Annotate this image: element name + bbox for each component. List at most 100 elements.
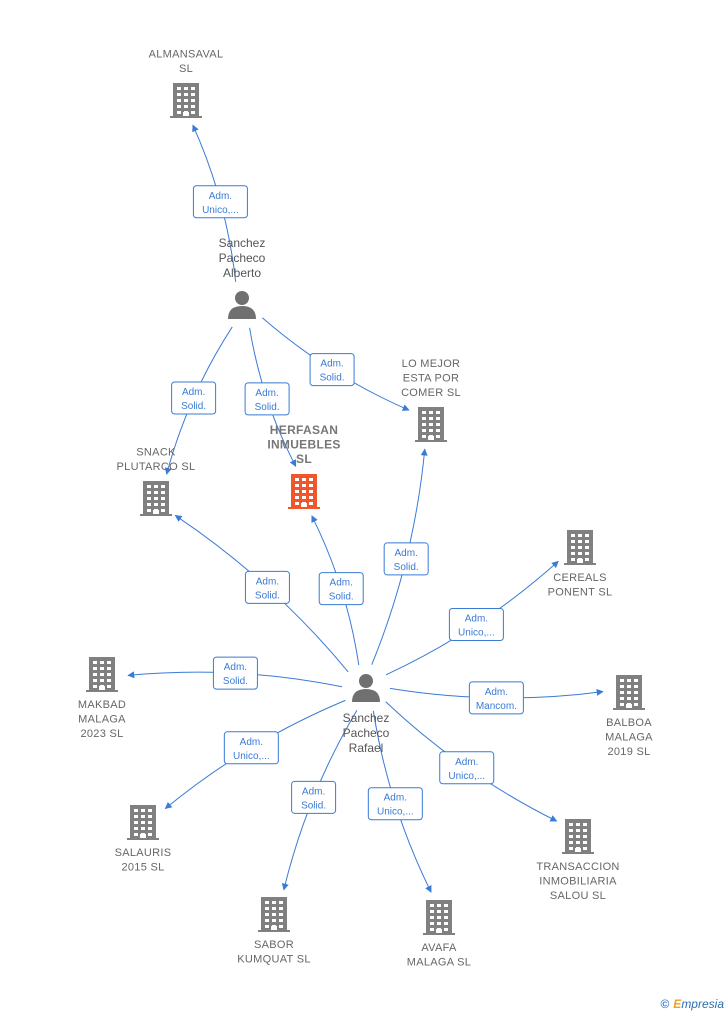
edge-label-text: Adm. [395, 548, 418, 559]
node-label-transaccion: INMOBILIARIA [539, 876, 617, 888]
node-label-rafael: Sanchez [343, 711, 390, 725]
node-label-rafael: Rafael [349, 741, 384, 755]
edge-label-box [171, 381, 217, 415]
edge-label-text: Adm. [485, 687, 508, 698]
edge-label-text: Solid. [320, 373, 345, 384]
edge-label-box [318, 572, 364, 606]
brand-footer: ©Empresia [660, 997, 724, 1011]
edge-alberto-lomejor: Adm. Solid. [261, 317, 410, 411]
node-label-snack: SNACK [136, 447, 176, 459]
edge-label-text: Adm. [255, 388, 278, 399]
edge-rafael-lomejor: Adm. Solid. [371, 448, 429, 665]
building-icon [140, 481, 172, 516]
edge-rafael-avafa: Adm.Unico,... [367, 710, 432, 893]
node-label-makbad: MAKBAD [78, 699, 126, 711]
edge-label-box [291, 780, 337, 814]
edge-label-text: Adm. [455, 757, 478, 768]
edge-label[interactable]: Adm.Solid. [212, 656, 258, 690]
edge-label-text: Adm. [224, 662, 247, 673]
edge-label-text: Mancom. [476, 701, 517, 712]
edge-rafael-balboa: Adm. Mancom. [389, 681, 604, 715]
node-label-makbad: 2023 SL [80, 728, 123, 740]
edge-label[interactable]: Adm.Unico,... [192, 185, 248, 219]
building-icon [564, 530, 596, 565]
node-label-cereals: PONENT SL [548, 587, 613, 599]
edge-label-text: Unico,... [377, 807, 414, 818]
edge-label[interactable]: Adm.Solid. [171, 381, 217, 415]
edge-label-text: Adm. [302, 786, 325, 797]
edges-layer: Adm. Unico,... Adm. Solid. Adm. Solid. Adm. Sol… [127, 124, 604, 893]
edge-label[interactable]: Adm. Mancom. [468, 681, 524, 715]
edge-label-text: Adm. [240, 737, 263, 748]
copyright-symbol: © [660, 997, 670, 1011]
edge-label-box [309, 353, 355, 387]
node-label-alberto: Pacheco [219, 251, 266, 265]
edge-rafael-herfasan: Adm.Solid. [311, 515, 364, 666]
node-label-makbad: MALAGA [78, 714, 126, 726]
edge-label[interactable]: Adm.Unico,... [448, 607, 504, 641]
edge-label-text: Solid. [181, 401, 206, 412]
building-icon [86, 657, 118, 692]
node-label-lomejor: ESTA POR [403, 373, 460, 385]
edge-label-text: Unico,... [233, 751, 270, 762]
edge-label-text: Solid. [255, 402, 280, 413]
node-label-balboa: BALBOA [606, 717, 652, 729]
edge-rafael-makbad: Adm.Solid. [127, 656, 343, 690]
edge-rafael-transaccion: Adm. Unico,... [385, 701, 558, 822]
building-icon [415, 407, 447, 442]
building-icon [423, 900, 455, 935]
node-label-balboa: 2019 SL [607, 746, 650, 758]
edge-label-box [212, 656, 258, 690]
edge-label-text: Solid. [394, 562, 419, 573]
edge-label-box [223, 731, 279, 765]
node-label-rafael: Pacheco [343, 726, 390, 740]
node-label-alberto: Sanchez [219, 236, 266, 250]
node-label-salauris: 2015 SL [121, 862, 164, 874]
node-label-cereals: CEREALS [553, 572, 606, 584]
brand-name: mpresia [681, 997, 724, 1011]
edge-label[interactable]: Adm. Solid. [309, 353, 355, 387]
edge-label[interactable]: Adm.Unico,... [367, 787, 423, 821]
node-label-sabor: KUMQUAT SL [237, 954, 311, 966]
edge-label-box [448, 607, 504, 641]
edge-label[interactable]: Adm. Unico,... [223, 731, 279, 765]
edge-label-text: Unico,... [458, 627, 495, 638]
brand-initial: E [673, 997, 682, 1011]
edge-label-text: Unico,... [202, 205, 239, 216]
edge-label[interactable]: Adm. Unico,... [439, 751, 495, 785]
node-makbad[interactable]: MAKBAD MALAGA 2023 SL [78, 657, 126, 740]
edge-rafael-sabor: Adm.Solid. [281, 709, 358, 891]
node-label-alberto: Alberto [223, 266, 261, 280]
edge-label[interactable]: Adm. Solid. [383, 542, 429, 576]
edge-label-box [439, 751, 495, 785]
edge-label-text: Adm. [320, 359, 343, 370]
node-cereals[interactable]: CEREALS PONENT SL [548, 530, 613, 599]
edge-label[interactable]: Adm.Solid. [291, 780, 337, 814]
edge-label[interactable]: Adm. Solid. [244, 382, 290, 416]
edge-label[interactable]: Adm.Solid. [318, 572, 364, 606]
edge-label-text: Solid. [329, 592, 354, 603]
edge-label[interactable]: Adm. Solid. [244, 570, 290, 604]
building-icon [127, 805, 159, 840]
building-icon [288, 474, 320, 509]
edge-label-text: Solid. [255, 590, 280, 601]
edge-label-text: Adm. [256, 576, 279, 587]
building-icon [562, 819, 594, 854]
node-label-herfasan: SL [296, 452, 312, 466]
edge-label-box [383, 542, 429, 576]
edge-label-text: Unico,... [448, 771, 485, 782]
edge-rafael-snack: Adm. Solid. [174, 515, 349, 673]
